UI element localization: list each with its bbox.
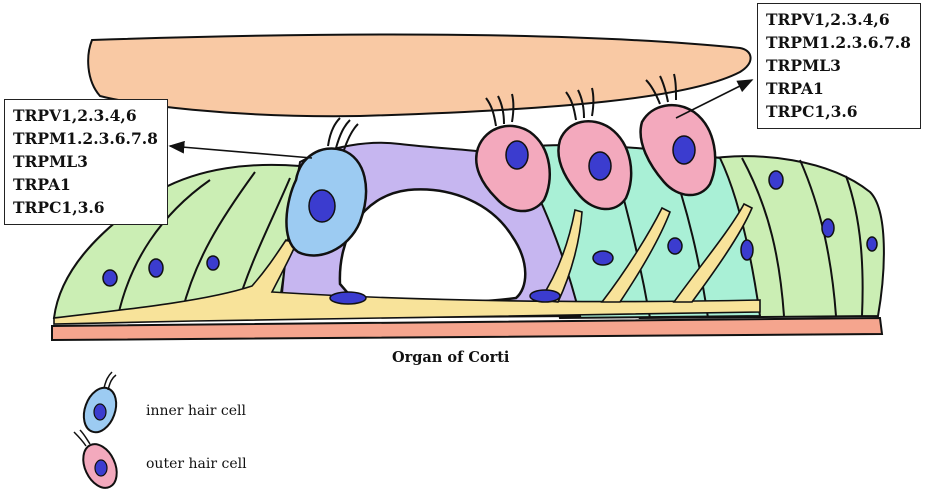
channel-label: TRPA1 xyxy=(766,79,824,98)
nerve-fibers xyxy=(53,202,761,325)
outer-hair-cell-1 xyxy=(475,93,551,213)
channel-label: TRPC1,3.6 xyxy=(766,102,858,121)
supporting-cell-nuclei xyxy=(102,170,878,305)
legend-outer-label: outer hair cell xyxy=(146,456,247,472)
channel-label: TRPM1.2.3.6.7.8 xyxy=(13,129,158,148)
outer-hair-cell-2 xyxy=(557,87,633,211)
channel-label: TRPML3 xyxy=(13,152,88,171)
outer-hair-cell-channels-box: TRPV1,2.3.4,6 TRPM1.2.3.6.7.8 TRPML3 TRP… xyxy=(757,3,921,129)
channel-label: TRPC1,3.6 xyxy=(13,198,105,217)
channel-label: TRPV1,2.3.4,6 xyxy=(13,106,137,125)
channel-label: TRPA1 xyxy=(13,175,71,194)
legend-inner-label: inner hair cell xyxy=(146,403,247,419)
channel-label: TRPV1,2.3.4,6 xyxy=(766,10,890,29)
tectorial-membrane xyxy=(87,33,752,118)
channel-label: TRPML3 xyxy=(766,56,841,75)
legend-outer-hair-cell-icon xyxy=(73,429,118,489)
inner-hair-cell xyxy=(285,117,368,257)
outer-hair-cell-3 xyxy=(639,73,717,197)
basilar-membrane xyxy=(51,316,884,342)
legend-inner-hair-cell-icon xyxy=(82,371,118,434)
channel-label: TRPM1.2.3.6.7.8 xyxy=(766,33,911,52)
figure-caption: Organ of Corti xyxy=(392,349,510,366)
arrow-to-left-box xyxy=(168,140,313,159)
inner-hair-cell-channels-box: TRPV1,2.3.4,6 TRPM1.2.3.6.7.8 TRPML3 TRP… xyxy=(4,99,168,225)
arrow-to-right-box xyxy=(675,79,754,119)
